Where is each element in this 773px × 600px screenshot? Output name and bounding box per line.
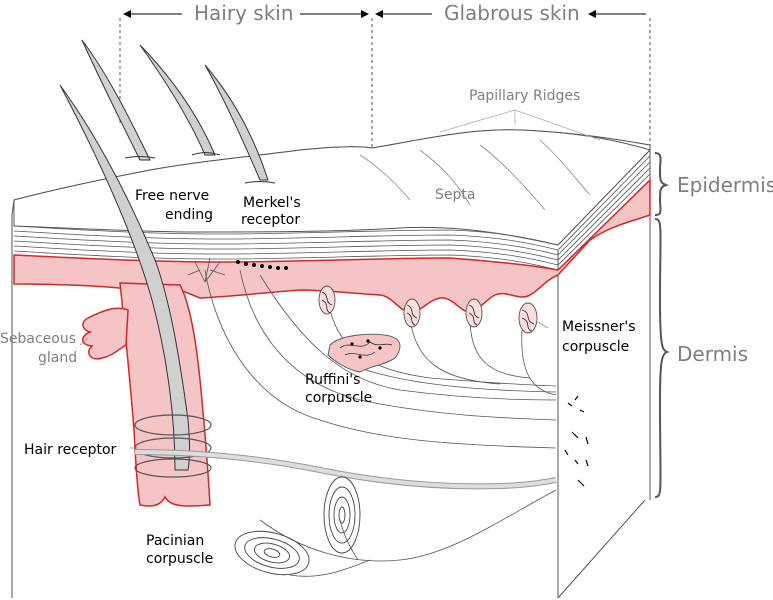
layer-braces <box>654 152 670 498</box>
ruffini-endings <box>350 339 382 359</box>
free-nerve-ending-branches <box>187 257 226 283</box>
sebaceous-gland-label-line2: gland <box>38 350 77 366</box>
epidermis-layers <box>13 149 651 271</box>
ruffini-corpuscle-shape <box>327 333 401 373</box>
glabrous-skin-label: Glabrous skin <box>444 1 580 25</box>
merkels-receptor-label-line2: receptor <box>241 212 300 228</box>
epidermis-label: Epidermis <box>677 173 773 197</box>
pacinian-corpuscle-label-line1: Pacinian <box>146 533 204 549</box>
papillary-ridge-lines <box>359 109 601 211</box>
septa-label: Septa <box>435 187 475 203</box>
leader-lines <box>79 321 549 449</box>
region-dividers <box>119 18 651 148</box>
sebaceous-gland-label-line1: Sebaceous <box>0 331 76 347</box>
papillary-dermis <box>13 178 651 313</box>
hair-shafts <box>59 39 269 471</box>
hair-base-marks <box>124 152 276 184</box>
ruffinis-corpuscle-label-line1: Ruffini's <box>305 372 360 388</box>
arrow-heads <box>123 10 596 18</box>
ruffini-fibers <box>339 341 393 356</box>
sebaceous-gland-shape <box>82 307 129 360</box>
ruffinis-corpuscle-label-line2: corpuscle <box>305 390 372 406</box>
free-nerve-ending-label-line2: ending <box>165 207 213 223</box>
merkels-receptor-label-line1: Merkel's <box>243 195 301 211</box>
hairy-skin-label: Hairy skin <box>194 1 294 25</box>
epidermis-surface <box>13 129 651 246</box>
pacinian-corpuscle-label-line2: corpuscle <box>146 551 213 567</box>
side-face-marks <box>564 395 589 487</box>
papillary-ridges-label: Papillary Ridges <box>469 88 580 104</box>
meissners-corpuscle-label-line1: Meissner's <box>562 319 636 335</box>
meissner-coils <box>321 291 535 332</box>
free-nerve-ending-label-line1: Free nerve <box>135 188 209 204</box>
hair-receptor-label: Hair receptor <box>24 442 117 458</box>
merkel-discs <box>236 260 288 270</box>
nerve-fibers <box>204 269 557 577</box>
pacinian-corpuscles <box>234 476 361 576</box>
dermis-label: Dermis <box>677 342 748 366</box>
meissners-corpuscle-label-line2: corpuscle <box>562 339 629 355</box>
